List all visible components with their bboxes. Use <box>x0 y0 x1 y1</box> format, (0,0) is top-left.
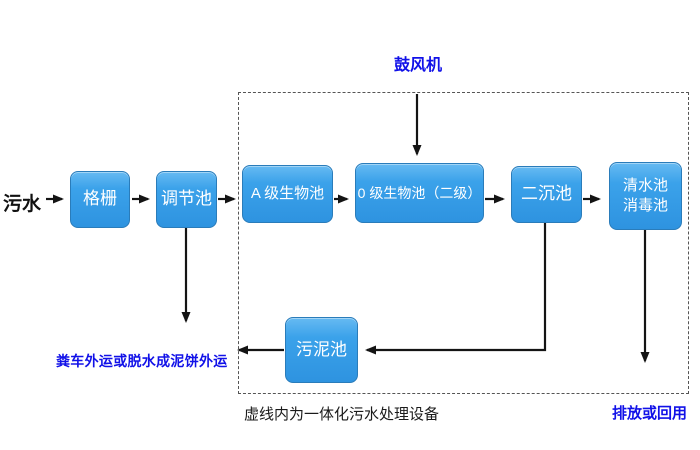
dashed-box-caption: 虚线内为一体化污水处理设备 <box>244 406 440 423</box>
node-o-level-bio-label: 0 级生物池（二级） <box>357 184 482 201</box>
node-sludge-label: 污泥池 <box>296 339 347 359</box>
node-secondary-sedimentation-label: 二沉池 <box>521 184 572 204</box>
sludge-disposal-label: 粪车外运或脱水成泥饼外运 <box>56 353 228 369</box>
discharge-reuse-label: 排放或回用 <box>612 405 688 422</box>
node-secondary-sedimentation-tank: 二沉池 <box>511 166 582 223</box>
node-regulating-label: 调节池 <box>161 189 212 209</box>
node-disinfection-label: 消毒池 <box>622 197 668 214</box>
node-regulating-tank: 调节池 <box>156 171 217 228</box>
blower-label: 鼓风机 <box>394 57 443 74</box>
node-grid-screen: 格栅 <box>70 171 130 228</box>
node-o-level-bio-tank: 0 级生物池（二级） <box>355 163 484 223</box>
sewage-inflow-label: 污水 <box>3 194 42 215</box>
arrow-secsed-to-sludge <box>365 223 547 355</box>
node-a-level-bio-tank: A 级生物池 <box>242 165 333 223</box>
node-clear-water-disinfection-tank: 清水池 消毒池 <box>609 162 682 230</box>
node-grid-label: 格栅 <box>83 189 117 209</box>
node-a-level-bio-label: A 级生物池 <box>250 184 325 202</box>
integrated-equipment-boundary <box>238 92 689 394</box>
node-sludge-tank: 污泥池 <box>285 317 358 383</box>
node-clear-water-label: 清水池 <box>622 176 668 194</box>
